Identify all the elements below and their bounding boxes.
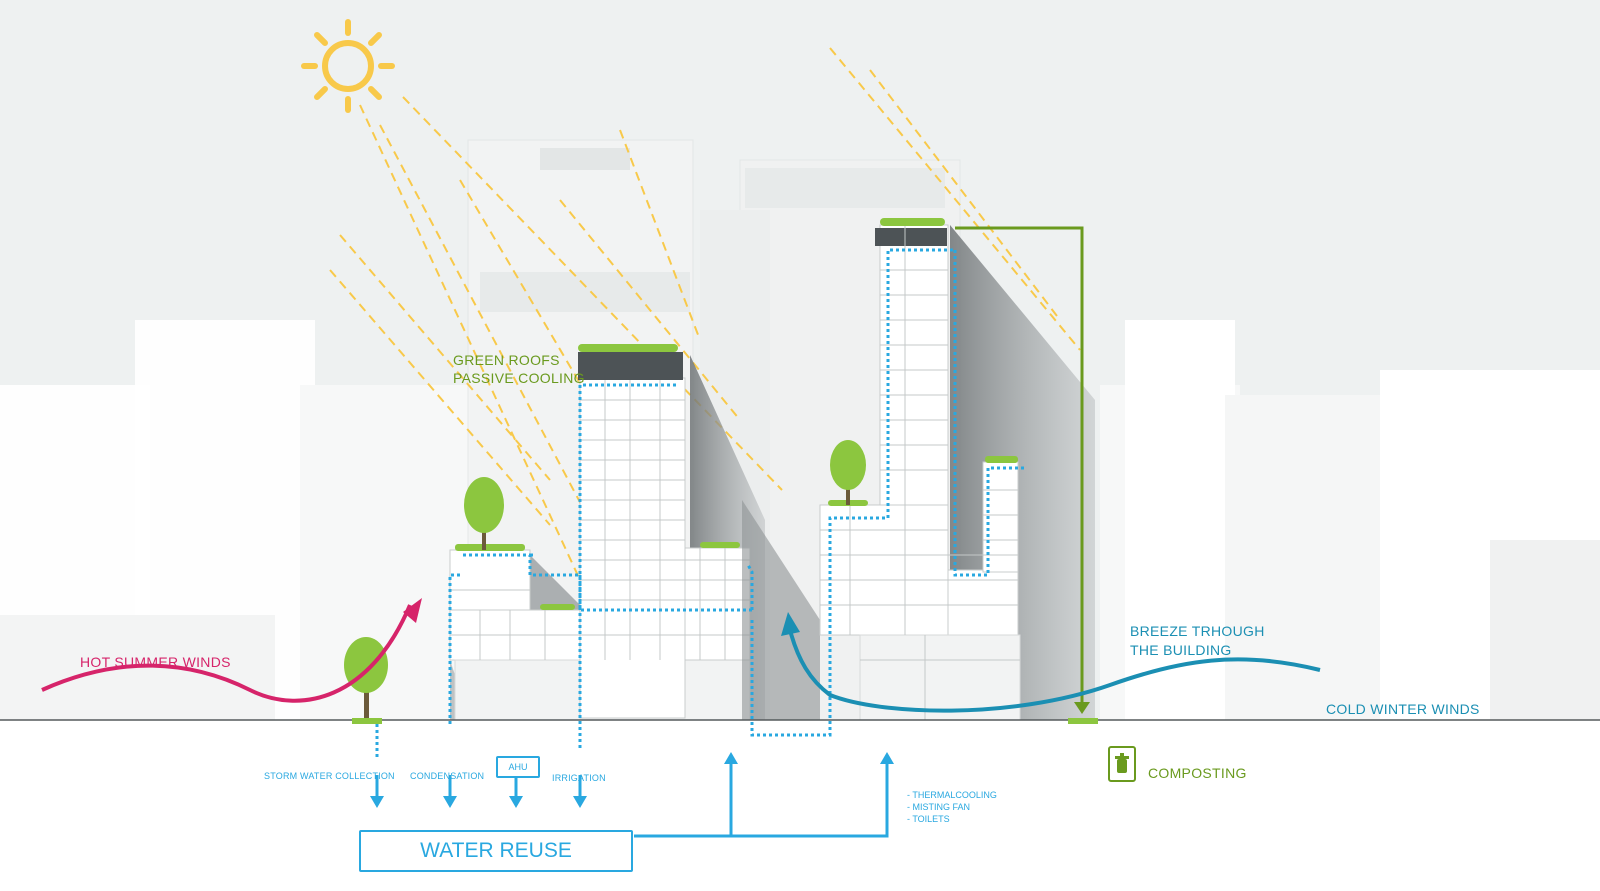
composting-label: COMPOSTING — [1148, 765, 1247, 781]
use-thermalcooling: - THERMALCOOLING — [907, 790, 997, 800]
passive-cooling-label: PASSIVE COOLING — [453, 370, 585, 386]
left-building — [449, 344, 765, 721]
use-misting-fan: - MISTING FAN — [907, 802, 970, 812]
compost-pipe — [955, 226, 1084, 708]
condensation-label: CONDENSATION — [410, 771, 485, 781]
sun-rays — [329, 47, 1081, 581]
hot-summer-winds-label: HOT SUMMER WINDS — [80, 654, 231, 670]
cold-wind-arrow — [788, 629, 1321, 713]
down-arrow-heads — [370, 796, 587, 808]
ground-plane — [0, 720, 1600, 891]
compost-bin-icon — [1108, 746, 1136, 782]
water-paths — [375, 248, 1025, 760]
reuse-outflow — [634, 760, 889, 838]
hot-wind-arrow — [41, 604, 412, 703]
green-roofs-label: GREEN ROOFS — [453, 352, 560, 368]
cold-winter-winds-label: COLD WINTER WINDS — [1326, 701, 1480, 717]
use-toilets: - TOILETS — [907, 814, 950, 824]
breeze-label-line2: THE BUILDING — [1130, 642, 1232, 658]
irrigation-label: IRRIGATION — [552, 773, 606, 783]
composting-inlet — [1068, 718, 1098, 724]
background-city — [0, 320, 1600, 720]
down-arrows — [375, 775, 582, 798]
tree-icon — [344, 440, 866, 720]
storm-water-inlet — [352, 718, 382, 724]
breeze-label-line1: BREEZE TRHOUGH — [1130, 623, 1265, 639]
ahu-box: AHU — [496, 756, 540, 778]
sun-icon — [301, 19, 395, 113]
storm-water-label: STORM WATER COLLECTION — [264, 771, 395, 781]
compost-arrow — [1074, 702, 1090, 714]
right-building — [742, 218, 1095, 721]
water-reuse-box: WATER REUSE — [359, 830, 633, 872]
up-arrow-heads — [724, 752, 894, 764]
